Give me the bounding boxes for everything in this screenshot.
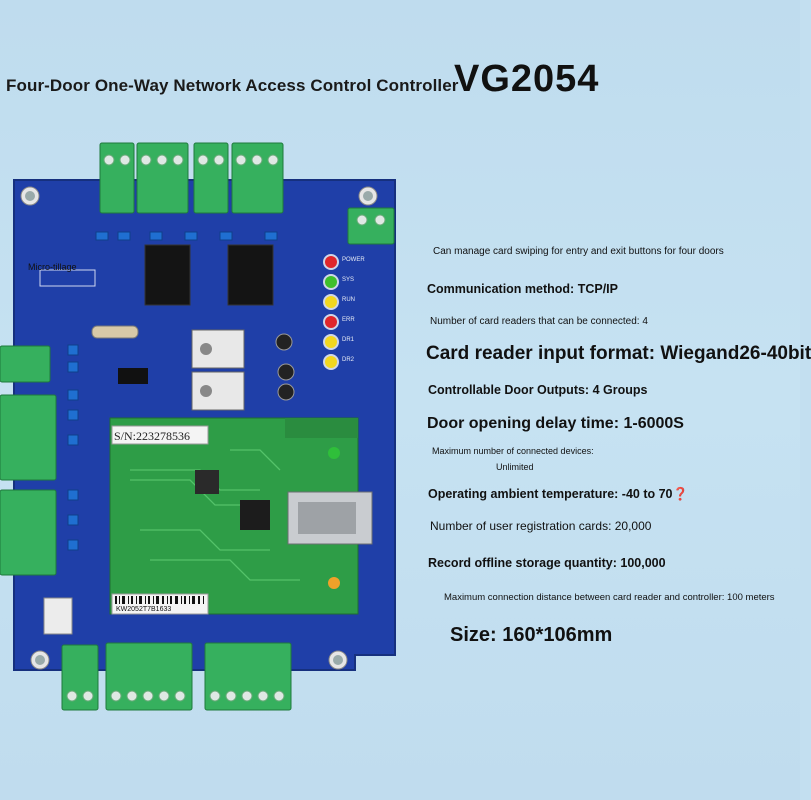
barcode-text: KW2052T7B1633: [116, 606, 172, 613]
spec-item: Unlimited: [496, 462, 534, 472]
spec-item: Can manage card swiping for entry and ex…: [433, 246, 724, 257]
spec-item: Controllable Door Outputs: 4 Groups: [428, 383, 648, 397]
status-led: [325, 336, 337, 348]
regulator: [191, 329, 245, 369]
spec-item: Door opening delay time: 1-6000S: [427, 415, 684, 432]
led-label: RUN: [342, 297, 355, 303]
mount-hole: [25, 191, 35, 201]
spec-item: Maximum connection distance between card…: [444, 592, 775, 603]
spec-item: Maximum number of connected devices:: [432, 446, 594, 456]
relay: [227, 244, 274, 306]
board-brand-label: Micro-tillage: [28, 262, 77, 272]
serial-sticker: [111, 425, 209, 445]
product-title: Four-Door One-Way Network Access Control…: [6, 76, 459, 95]
mount-hole: [333, 655, 343, 665]
model-number: VG2054: [454, 58, 600, 100]
status-led: [325, 356, 337, 368]
spec-item: Record offline storage quantity: 100,000: [428, 556, 666, 570]
spec-item: Operating ambient temperature: -40 to 70…: [428, 487, 689, 501]
led-label: POWER: [342, 257, 365, 263]
spec-item: Number of card readers that can be conne…: [430, 316, 648, 327]
led-label: ERR: [342, 317, 355, 323]
serial-number: S/N:223278536: [114, 429, 191, 443]
spec-item: Size: 160*106mm: [450, 624, 613, 646]
led-label: DR1: [342, 337, 355, 343]
status-led: [325, 256, 337, 268]
status-led: [325, 296, 337, 308]
status-led: [325, 316, 337, 328]
spec-item: Number of user registration cards: 20,00…: [430, 519, 652, 533]
left-terminals: [0, 345, 57, 576]
led-label: DR2: [342, 357, 355, 363]
ic-chip: [118, 368, 148, 384]
relay: [144, 244, 191, 306]
spec-item: Card reader input format: Wiegand26-40bi…: [426, 343, 811, 364]
mount-hole: [363, 191, 373, 201]
status-led: [325, 276, 337, 288]
led-label: SYS: [342, 277, 355, 283]
regulator: [191, 371, 245, 411]
status-leds: [323, 254, 339, 370]
mount-hole: [35, 655, 45, 665]
spec-item: Communication method: TCP/IP: [427, 282, 618, 296]
